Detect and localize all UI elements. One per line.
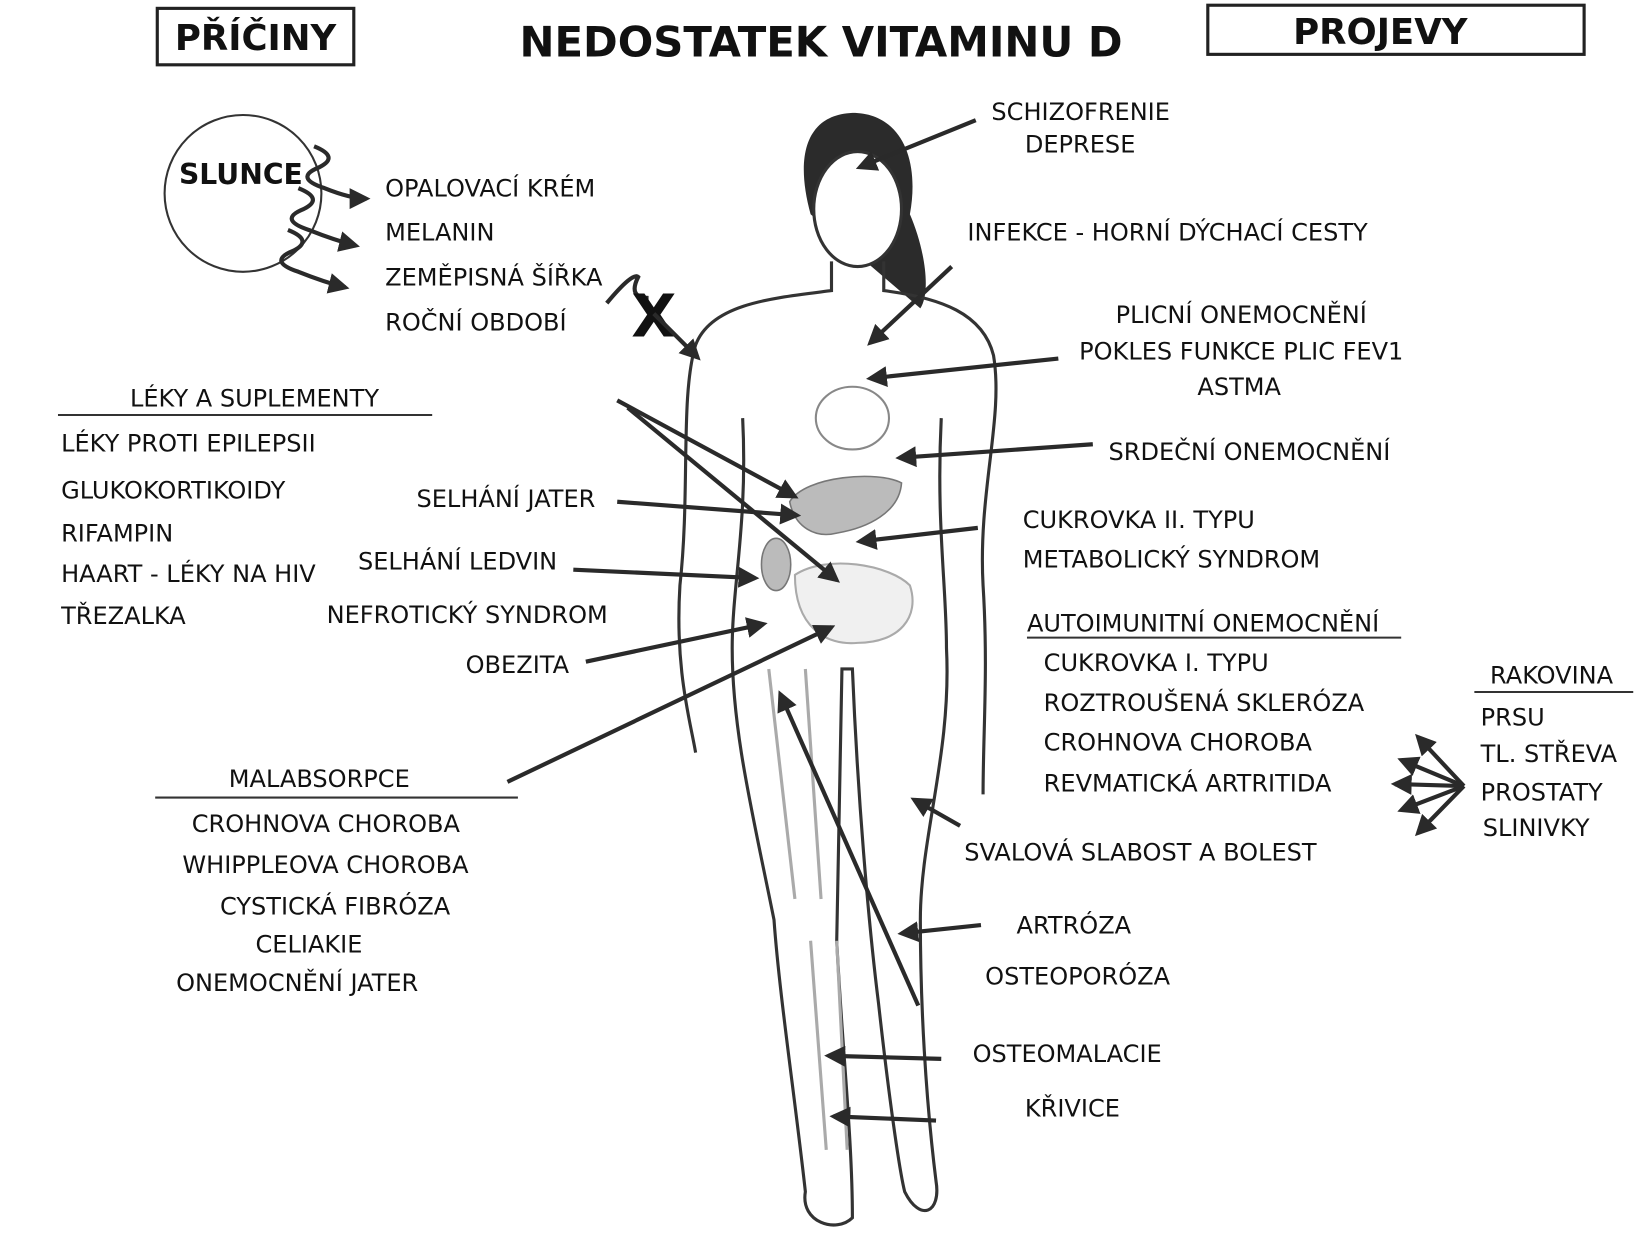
drugs-heading: LÉKY A SUPLEMENTY [130,384,379,413]
cancer-item: TL. STŘEVA [1480,739,1618,768]
effect-depression: DEPRESE [1025,131,1136,159]
arrow-icon [617,499,802,525]
drug-item: RIFAMPIN [61,519,173,547]
cancer-arrow-icon [1390,774,1464,795]
cancer-heading: RAKOVINA [1490,662,1614,690]
arrow-icon [855,118,977,171]
arrow-icon [616,398,799,499]
effect-respiratory-infection: INFEKCE - HORNÍ DÝCHACÍ CESTY [967,217,1368,246]
cause-nephrotic-syndrome: NEFROTICKÝ SYNDROM [327,600,608,629]
causes-header: PŘÍČINY [175,17,338,59]
cancer-arrow-icon [1397,756,1465,788]
sun-label: SLUNCE [179,158,303,191]
sun-circle [163,113,323,273]
autoimmune-item: CROHNOVA CHOROBA [1044,729,1313,757]
liver [788,475,903,536]
effects-header: PROJEVY [1293,12,1469,53]
cause-kidney-failure: SELHÁNÍ LEDVIN [358,547,557,576]
cancer-arrow-icon [1414,784,1466,837]
effect-schizophrenia: SCHIZOFRENIE [991,98,1170,126]
malabsorption-item: CELIAKIE [256,930,363,958]
heart [814,385,891,451]
effect-lung-function: POKLES FUNKCE PLIC FEV1 [1079,338,1403,366]
page-title: NEDOSTATEK VITAMINU D [520,17,1123,66]
autoimmune-item: CUKROVKA I. TYPU [1044,649,1269,677]
cause-obesity: OBEZITA [466,651,570,679]
drug-item: HAART - LÉKY NA HIV [61,559,316,588]
sun-factor-latitude: ZEMĚPISNÁ ŠÍŘKA [385,261,603,291]
effect-heart-disease: SRDEČNÍ ONEMOCNĚNÍ [1109,436,1391,466]
arrow-icon [897,921,982,943]
autoimmune-item: ROZTROUŠENÁ SKLERÓZA [1044,687,1365,717]
sun-factor-sunscreen: OPALOVACÍ KRÉM [385,174,595,203]
intestines [793,562,914,645]
effect-metabolic-syndrome: METABOLICKÝ SYNDROM [1023,545,1320,574]
autoimmune-heading: AUTOIMUNITNÍ ONEMOCNĚNÍ [1027,608,1379,637]
arrows [506,118,1466,1128]
effect-rickets: KŘIVICE [1025,1093,1120,1122]
autoimmune-item: REVMATICKÁ ARTRITIDA [1044,768,1332,797]
cancer-item: PROSTATY [1481,779,1603,807]
cancer-arrow-icon [1397,784,1465,814]
arrow-icon [867,265,954,346]
arrow-icon [777,690,921,1007]
cancer-item: PRSU [1481,703,1545,731]
arrow-icon [824,1045,942,1067]
effect-muscle-weakness: SVALOVÁ SLABOST A BOLEST [964,837,1317,866]
human-body-figure [677,112,998,1227]
block-mark: X [631,283,676,351]
malabsorption-item: CROHNOVA CHOROBA [192,810,461,838]
drug-item: LÉKY PROTI EPILEPSII [61,429,316,458]
effects-header-box [1206,3,1586,56]
cause-liver-failure: SELHÁNÍ JATER [417,484,596,513]
malabsorption-item: ONEMOCNĚNÍ JATER [176,968,418,997]
causes-header-box [155,6,356,67]
arrow-icon [506,624,836,784]
arrow-icon [829,1106,937,1128]
effect-lung-disease: PLICNÍ ONEMOCNĚNÍ [1116,300,1367,329]
drug-item: TŘEZALKA [60,601,186,630]
cancer-arrow-icon [1415,733,1466,788]
arrow-icon [626,406,840,583]
arrow-icon [585,617,768,664]
leg-bones [767,668,849,1150]
effect-diabetes-2: CUKROVKA II. TYPU [1023,506,1255,534]
arrow-icon [573,566,760,588]
malabsorption-heading: MALABSORPCE [229,765,410,793]
kidney [760,537,792,592]
arrow-icon [866,356,1059,388]
malabsorption-item: CYSTICKÁ FIBRÓZA [220,891,451,921]
drug-item: GLUKOKORTIKOIDY [61,477,285,505]
arrow-icon [910,797,962,828]
cancer-item: SLINIVKY [1483,814,1590,842]
arrow-icon [652,312,701,361]
effect-osteoporosis: OSTEOPORÓZA [985,961,1170,991]
effect-arthrosis: ARTRÓZA [1017,909,1132,939]
effect-osteomalacia: OSTEOMALACIE [973,1040,1162,1068]
head [812,150,904,269]
sun-rays [279,144,649,305]
arrow-icon [855,525,979,550]
malabsorption-item: WHIPPLEOVA CHOROBA [182,851,469,879]
sun-factor-season: ROČNÍ OBDOBÍ [385,306,567,336]
sun-factor-melanin: MELANIN [385,218,494,246]
arrow-icon [895,442,1093,468]
effect-asthma: ASTMA [1197,373,1281,401]
